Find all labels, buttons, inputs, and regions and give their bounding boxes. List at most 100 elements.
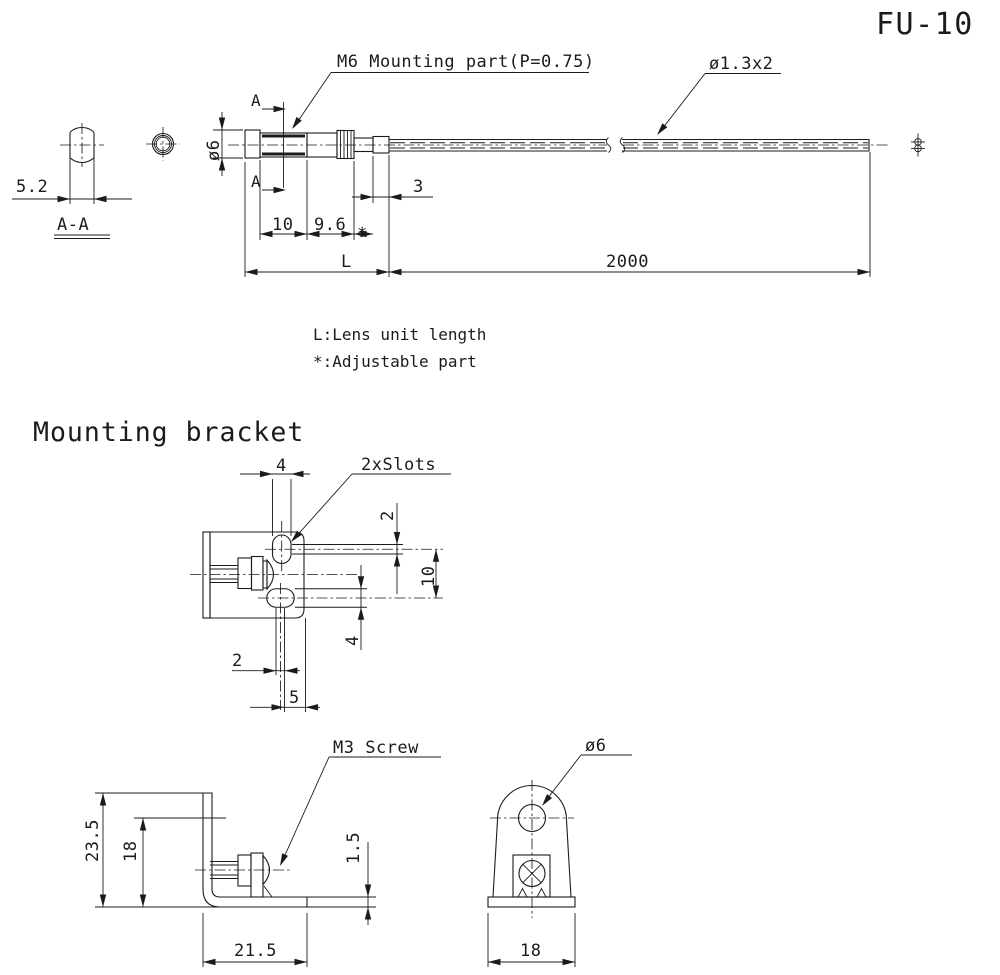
arrow [203,958,216,966]
dim-arc-offset: 2 [378,510,398,521]
screw-label: M3 Screw [333,738,419,758]
dim-slot-pitch: 10 [419,566,439,587]
arrow [273,105,286,113]
arrow [357,576,365,589]
arrow [285,667,298,674]
arrow [657,123,668,135]
arc-offset-dim [292,503,403,594]
bracket-front-dims: ø6 18 [487,736,632,967]
arrow [341,230,354,238]
fiber-end-symbol [911,133,925,157]
hex-nut [237,557,253,590]
section-line-a: A A [251,91,286,194]
crosshair-centerlines [146,127,180,161]
arrow [376,268,389,276]
fiber-leader [658,73,781,134]
arrow [357,607,365,620]
washer [250,555,264,591]
arrow [488,958,501,966]
flange [244,129,261,159]
arrow [857,268,870,276]
dim-height: 23.5 [83,819,103,862]
mounting-part-label: M6 Mounting part(P=0.75) [337,52,595,72]
arrow [542,794,553,806]
screw-head-dome [262,854,271,886]
dim-body-length: 9.6 [314,215,346,235]
arrow [218,117,226,130]
base-plate [487,896,576,908]
arrow [291,470,304,478]
section-cut-line [262,102,284,191]
dim-tip-length: 3 [413,177,424,197]
screw-cross-slot [522,863,542,884]
dim-lens-unit: L [341,252,352,272]
arrow [94,195,107,203]
bracket-plate [209,531,305,619]
arrow [139,818,147,831]
note-adjustable: *:Adjustable part [313,352,477,371]
arrow [280,853,289,866]
dim-edge-offset: 5 [289,688,300,708]
slots-leader [292,473,451,541]
l-bracket-outline [202,792,308,908]
dim-diameter: ø6 [204,140,224,161]
arrow [389,268,402,276]
arrow [389,193,402,201]
arrow [294,958,307,966]
note-lens-unit: L:Lens unit length [313,325,486,344]
double-underline [54,234,110,239]
slots-label: 2xSlots [361,455,436,475]
arrow [99,894,107,907]
arrow [432,585,440,598]
lower-arc-dim [232,608,306,712]
arrow [305,704,318,711]
arrow [393,554,401,567]
arrow [562,958,575,966]
vertical-leg-edge [202,531,211,619]
ferrule-end-view [146,127,180,161]
dim-flat-width: 5.2 [16,177,48,197]
dim-lower-arc-offset: 2 [232,651,243,671]
bracket-front-view [487,780,576,918]
section-marker-top: A [251,91,261,110]
dim-width: 18 [520,941,541,961]
arrow [294,230,307,238]
dim-slot-width: 4 [276,456,287,476]
screw-head-front [518,859,546,888]
hidden-edge [263,885,273,898]
dim-depth: 21.5 [234,941,277,961]
hole-dia-label: ø6 [585,736,606,756]
fiber-cable [389,137,870,153]
arrow [292,116,302,129]
cable-inner-lines [390,142,868,149]
screw-shank [210,565,238,583]
hole-leader [543,754,632,804]
dim-adjustable: * [357,224,368,244]
section-aa-view: 5.2 A-A [12,123,132,239]
bracket-top-view [190,521,443,710]
crosshair-centerlines [490,780,574,918]
extension-lines [244,152,871,277]
notes: L:Lens unit length *:Adjustable part [313,325,486,371]
dim-screw-height: 18 [121,841,141,862]
arrow [245,268,258,276]
crosshair-centerlines [60,123,104,167]
bracket-side-dims: M3 Screw 23.5 18 1.5 21.5 [83,738,441,967]
arrow [139,894,147,907]
arrow [271,704,284,711]
bracket-side-view [189,792,308,908]
mounting-leader [293,72,589,128]
section-name-label: A-A [57,215,89,235]
fiber-dia-label: ø1.3x2 [709,54,773,74]
dim-lines-flat [12,152,132,204]
screw-head-dome [266,558,275,591]
arrow [99,793,107,806]
callout-labels: M6 Mounting part(P=0.75) ø1.3x2 [292,52,781,135]
bracket-heading: Mounting bracket [33,417,304,448]
thread-marks [517,887,547,898]
screw-leader [280,756,441,865]
section-marker-bottom: A [251,172,261,191]
sensor-dims: ø6 3 10 9.6 * L 2000 [204,112,871,277]
